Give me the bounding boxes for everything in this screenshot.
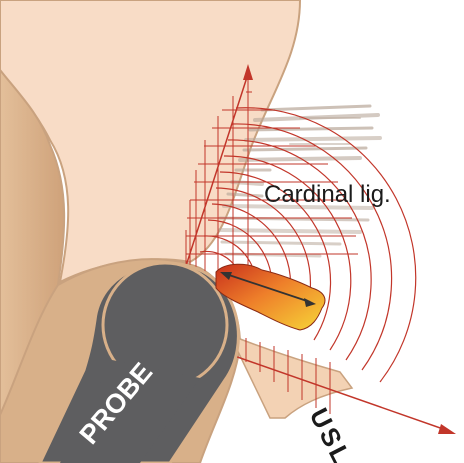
cardinal-ligament-label: Cardinal lig. bbox=[264, 181, 391, 208]
